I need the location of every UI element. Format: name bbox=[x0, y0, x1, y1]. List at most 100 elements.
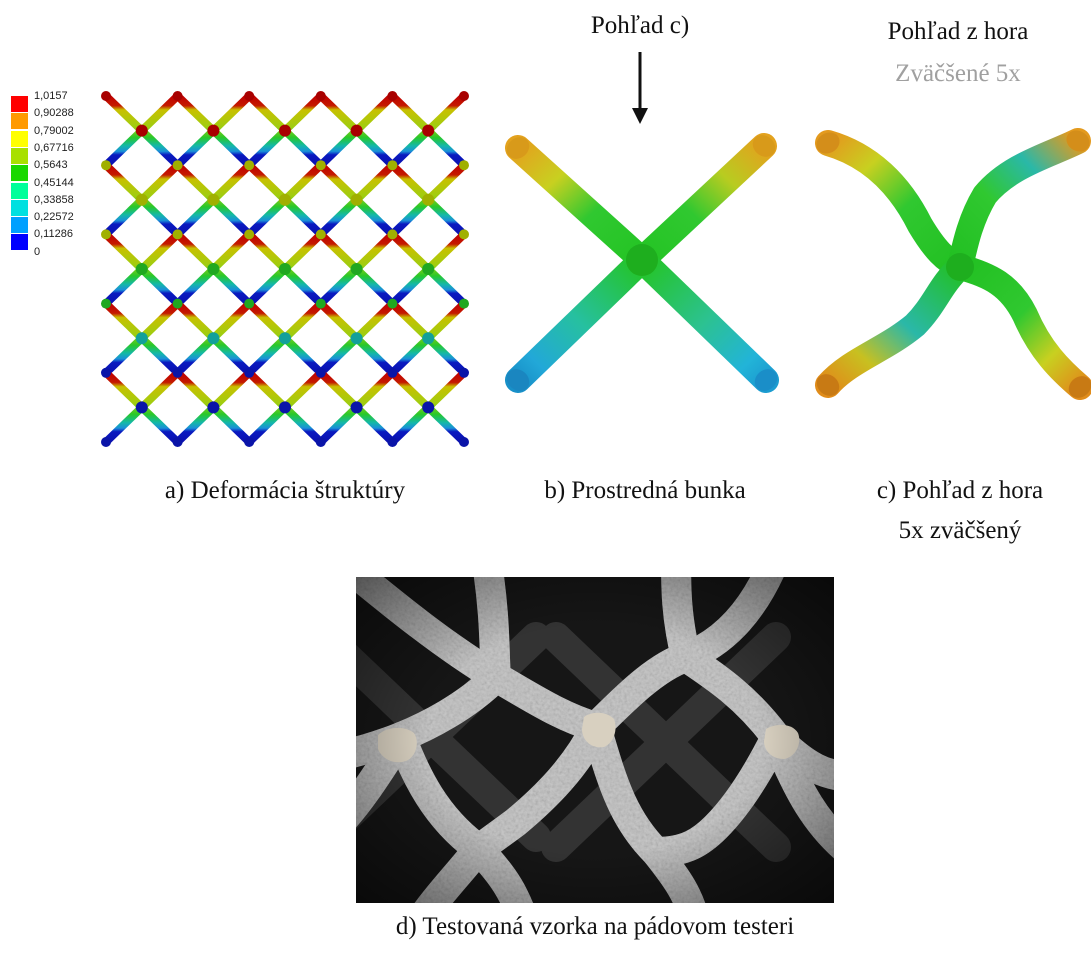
lattice-node bbox=[207, 332, 220, 345]
lattice-node bbox=[422, 263, 435, 275]
legend-entry: 0,45144 bbox=[11, 177, 74, 199]
lattice-node bbox=[279, 193, 291, 206]
lattice-node bbox=[172, 298, 183, 309]
lattice-node bbox=[387, 298, 398, 309]
legend-label: 1,0157 bbox=[34, 90, 68, 102]
lattice-node bbox=[350, 332, 363, 345]
legend-swatch bbox=[11, 252, 28, 268]
lattice-node bbox=[422, 401, 435, 414]
legend-label: 0,22572 bbox=[34, 211, 74, 224]
lattice-node bbox=[387, 437, 398, 447]
color-legend: 1,0157 0,90288 0,79002 0,67716 0,5643 0,45144… bbox=[11, 90, 101, 271]
caption-b: b) Prostredná bunka bbox=[544, 477, 746, 504]
lattice-node bbox=[207, 401, 220, 414]
lattice-node bbox=[350, 124, 363, 137]
lattice-node bbox=[207, 193, 220, 206]
lattice-node bbox=[315, 229, 326, 240]
legend-swatch bbox=[11, 113, 28, 130]
lattice-node bbox=[279, 332, 291, 345]
lattice-node bbox=[387, 160, 398, 171]
lattice-deformation-plot bbox=[98, 88, 472, 450]
lattice-node bbox=[244, 229, 255, 240]
lattice-node bbox=[135, 401, 148, 414]
lattice-node bbox=[135, 263, 148, 275]
legend-label: 0,5643 bbox=[34, 159, 68, 172]
legend-swatch bbox=[11, 217, 28, 234]
lattice-node bbox=[244, 367, 255, 378]
caption-a: a) Deformácia štruktúry bbox=[164, 477, 406, 504]
legend-entry: 0,33858 bbox=[11, 194, 74, 216]
lattice-node bbox=[422, 193, 435, 206]
legend-entry: 0,5643 bbox=[11, 159, 68, 182]
legend-entry: 1,0157 bbox=[11, 90, 68, 112]
caption-c-line1: c) Pohľad z hora bbox=[876, 477, 1044, 504]
lattice-node bbox=[387, 91, 398, 101]
lattice-node bbox=[279, 124, 291, 137]
lattice-node bbox=[459, 367, 469, 378]
lattice-node bbox=[207, 263, 220, 275]
legend-entry: 0,90288 bbox=[11, 107, 74, 130]
sample-photo bbox=[356, 577, 834, 903]
legend-entry: 0 bbox=[11, 246, 40, 268]
view-arrow bbox=[628, 52, 652, 126]
legend-entry: 0,67716 bbox=[11, 142, 74, 164]
top-view-header: Pohľad z hora bbox=[887, 18, 1029, 45]
legend-entry: 0,11286 bbox=[11, 228, 73, 251]
legend-label: 0,11286 bbox=[34, 228, 73, 241]
legend-swatch bbox=[11, 147, 28, 164]
legend-label: 0,79002 bbox=[34, 124, 74, 137]
lattice-node bbox=[422, 124, 435, 137]
legend-entry: 0,79002 bbox=[11, 125, 74, 147]
lattice-node bbox=[101, 437, 111, 447]
lattice-node bbox=[207, 124, 220, 137]
caption-c-line2: 5x zväčšený bbox=[898, 517, 1022, 544]
legend-label: 0,33858 bbox=[34, 193, 74, 206]
legend-swatch bbox=[11, 182, 28, 199]
lattice-node bbox=[172, 229, 183, 240]
lattice-node bbox=[459, 160, 469, 171]
lattice-node bbox=[172, 91, 183, 101]
lattice-node bbox=[350, 263, 363, 275]
legend-swatch bbox=[11, 199, 28, 216]
lattice-node bbox=[101, 160, 111, 171]
lattice-node bbox=[244, 160, 255, 171]
legend-label: 0 bbox=[34, 245, 41, 258]
lattice-node bbox=[315, 437, 326, 447]
caption-d: d) Testovaná vzorka na pádovom testeri bbox=[395, 913, 795, 940]
lattice-node bbox=[244, 91, 255, 101]
legend-swatch bbox=[11, 96, 28, 112]
middle-cell-render bbox=[500, 130, 790, 400]
lattice-node bbox=[135, 332, 148, 345]
legend-swatch bbox=[11, 130, 28, 147]
legend-label: 0,45144 bbox=[34, 176, 74, 189]
lattice-node bbox=[172, 160, 183, 171]
magnified-header: Zväčšené 5x bbox=[895, 60, 1021, 87]
lattice-node bbox=[135, 124, 148, 137]
lattice-node bbox=[101, 298, 111, 309]
legend-label: 0,67716 bbox=[34, 141, 74, 154]
lattice-node bbox=[422, 332, 435, 345]
lattice-node bbox=[244, 298, 255, 309]
lattice-node bbox=[172, 367, 183, 378]
lattice-node bbox=[350, 401, 363, 414]
lattice-node bbox=[315, 367, 326, 378]
legend-swatch bbox=[11, 165, 28, 182]
lattice-node bbox=[101, 367, 111, 378]
lattice-node bbox=[172, 437, 183, 447]
lattice-node bbox=[135, 193, 148, 206]
top-view-render bbox=[810, 125, 1091, 410]
legend-label: 0,90288 bbox=[34, 107, 74, 120]
legend-entry: 0,22572 bbox=[11, 211, 74, 234]
legend-swatch bbox=[11, 234, 28, 251]
lattice-node bbox=[459, 298, 469, 309]
lattice-node bbox=[279, 263, 291, 275]
lattice-node bbox=[315, 298, 326, 309]
lattice-node bbox=[350, 193, 363, 206]
lattice-node bbox=[387, 229, 398, 240]
lattice-node bbox=[101, 229, 111, 240]
lattice-node bbox=[101, 91, 111, 101]
lattice-node bbox=[387, 367, 398, 378]
lattice-node bbox=[244, 437, 255, 447]
lattice-node bbox=[315, 160, 326, 171]
lattice-node bbox=[315, 91, 326, 101]
